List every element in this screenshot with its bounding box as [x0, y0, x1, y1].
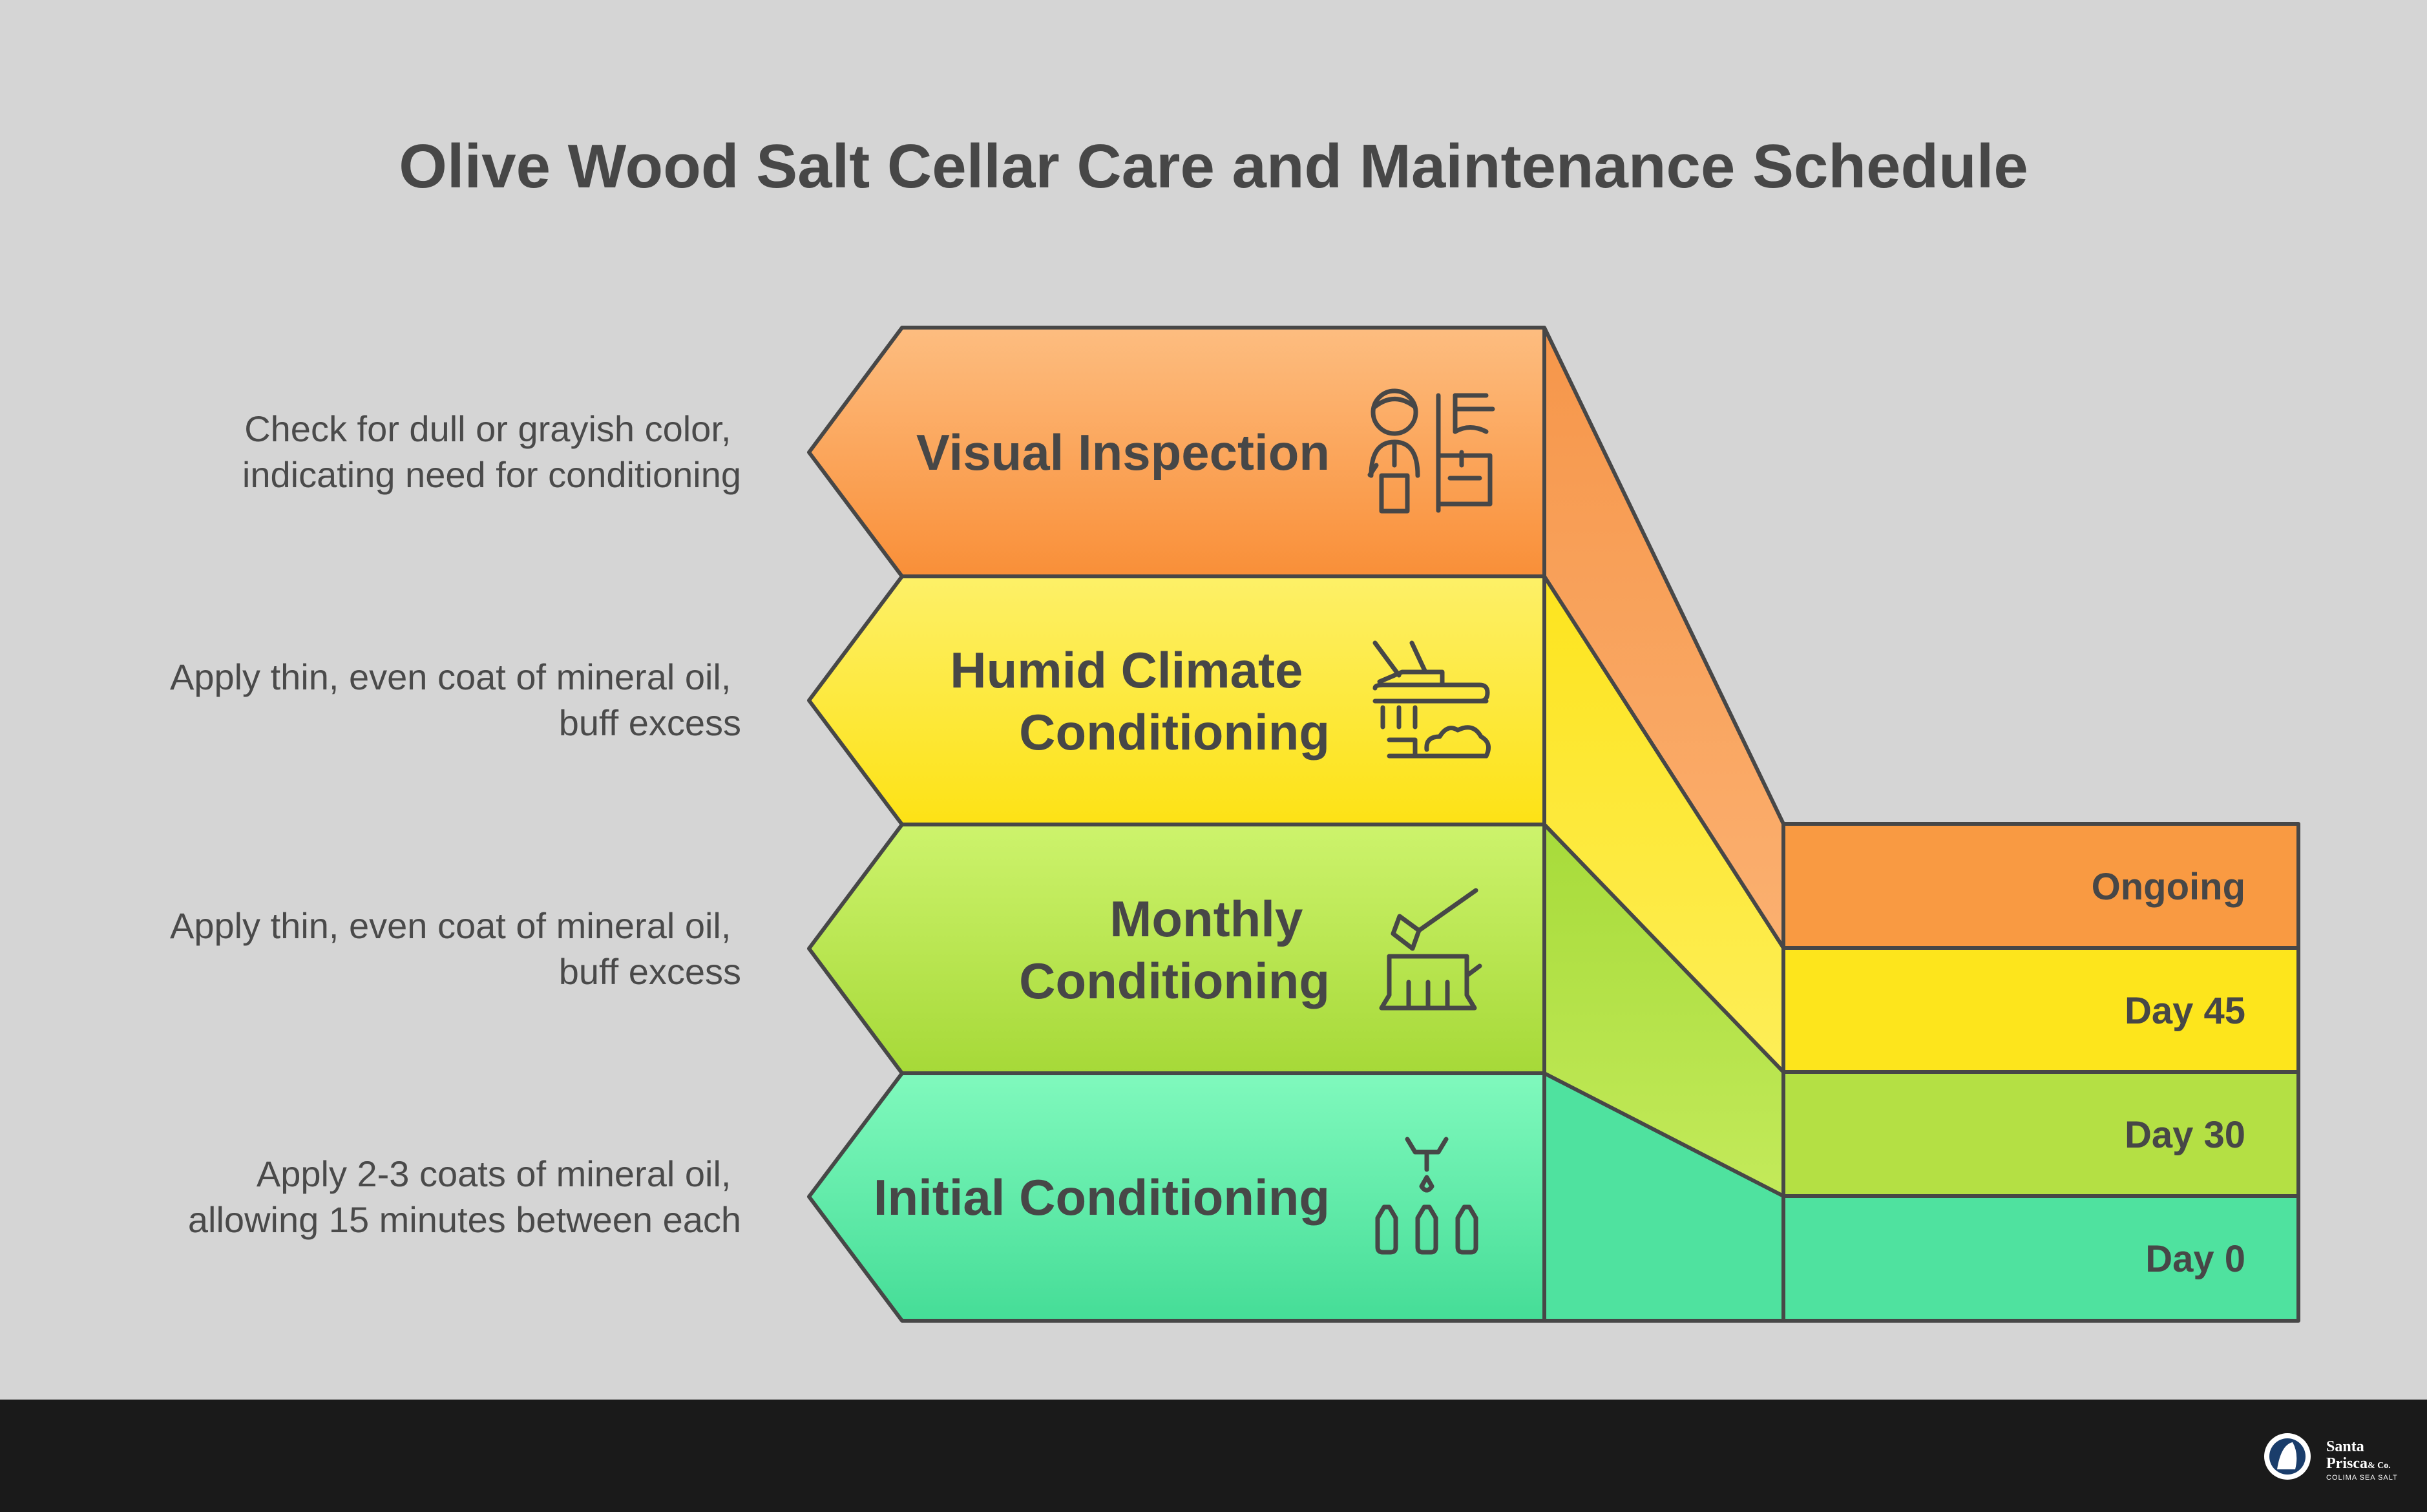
step-label-monthly: Monthly Conditioning [1019, 890, 1330, 1009]
svg-text:Prisca& Co.: Prisca& Co. [2326, 1455, 2391, 1472]
step-desc-initial: Apply 2-3 coats of mineral oil, allowing… [188, 1153, 741, 1240]
timeline-cell-day-45 [1783, 948, 2298, 1072]
step-chevron-monthly [809, 824, 1544, 1073]
step-desc-humid-climate: Apply thin, even coat of mineral oil, bu… [170, 656, 741, 743]
side-face-visual-inspection [1544, 328, 1783, 948]
timeline-cell-day-0 [1783, 1196, 2298, 1321]
step-label-visual-inspection: Visual Inspection [916, 424, 1330, 481]
timeline-label-ongoing: Ongoing [2092, 866, 2245, 908]
side-face-humid-climate [1544, 576, 1783, 1072]
step-label-humid-climate: Humid Climate Conditioning [950, 642, 1330, 761]
oil-bottles-icon [1375, 1137, 1478, 1255]
wood-stump-axe-icon [1379, 888, 1482, 1011]
side-face-initial [1544, 1073, 1783, 1321]
cleaning-brush-icon [1372, 640, 1491, 759]
brand-logo: Santa Prisca& Co. COLIMA SEA SALT [2264, 1433, 2398, 1482]
timeline-label-day-0: Day 0 [2145, 1238, 2245, 1280]
inspector-icon [1367, 388, 1495, 514]
timeline-label-day-30: Day 30 [2125, 1114, 2245, 1156]
step-chevron-initial [809, 1073, 1544, 1321]
svg-text:COLIMA SEA SALT: COLIMA SEA SALT [2326, 1474, 2398, 1482]
step-desc-monthly: Apply thin, even coat of mineral oil, bu… [170, 905, 741, 992]
timeline-label-day-45: Day 45 [2125, 990, 2245, 1032]
brand-logo-icon [2264, 1433, 2311, 1480]
diagram-outlines [807, 326, 2300, 1323]
timeline-cell-day-30 [1783, 1072, 2298, 1196]
timeline-cell-ongoing [1783, 824, 2298, 948]
step-label-initial: Initial Conditioning [874, 1169, 1330, 1226]
svg-text:Santa: Santa [2326, 1438, 2364, 1455]
step-desc-visual-inspection: Check for dull or grayish color, indicat… [242, 408, 741, 495]
step-chevron-visual-inspection [809, 328, 1544, 576]
step-chevron-humid-climate [809, 576, 1544, 824]
footer-bar [0, 1400, 2427, 1512]
page-title: Olive Wood Salt Cellar Care and Maintena… [399, 132, 2028, 201]
